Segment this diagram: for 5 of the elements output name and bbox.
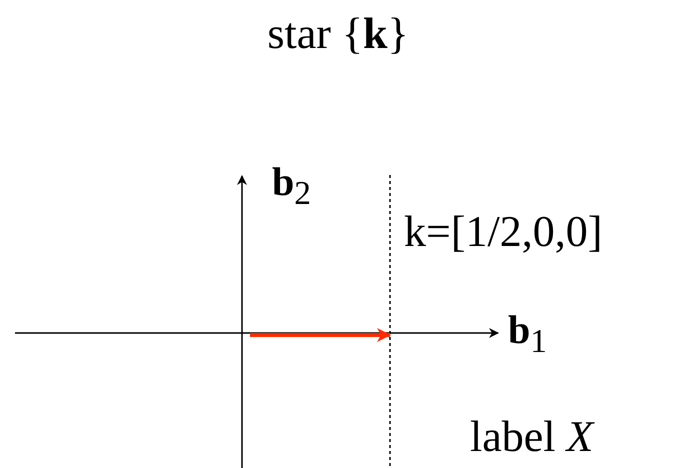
axis-label: b$_{1}$	[508, 310, 547, 358]
axis-label: b$_{2}$	[272, 162, 311, 210]
wave-vector-label: k=[1/2,0,0]	[404, 210, 602, 254]
title: star {k}	[266, 12, 410, 56]
label-text: label X	[470, 415, 594, 459]
